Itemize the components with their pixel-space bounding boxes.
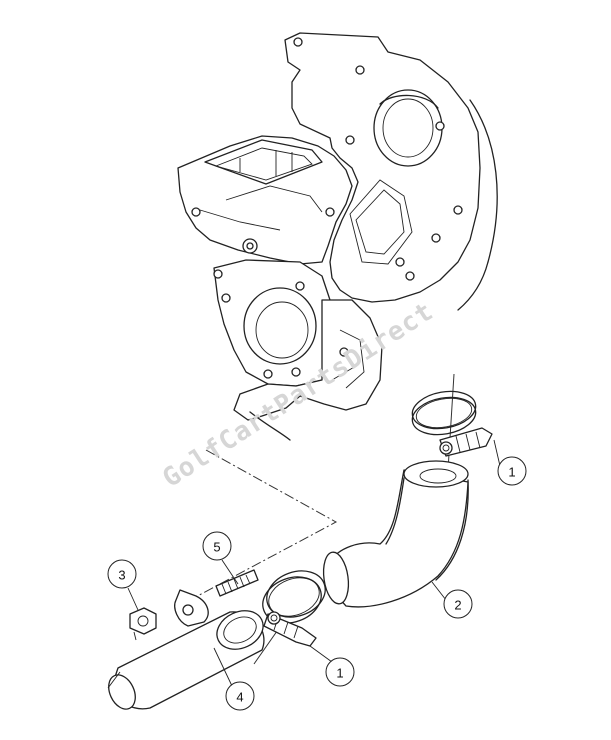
callout-3-label: 3 (118, 568, 125, 583)
callout-5-label: 5 (213, 540, 220, 555)
callout-3: 3 (107, 559, 137, 589)
hose-clamp-lower (262, 570, 326, 647)
callout-1-lower-label: 1 (336, 666, 343, 681)
callout-5: 5 (202, 531, 232, 561)
callout-2: 2 (443, 589, 473, 619)
callout-2-label: 2 (454, 598, 461, 613)
hose-clamp-upper (411, 390, 493, 457)
bolt-holes (191, 37, 463, 379)
tube-pipe (107, 589, 265, 710)
callout-1-upper-label: 1 (508, 465, 515, 480)
callout-1-lower: 1 (325, 657, 355, 687)
callout-1-upper: 1 (497, 456, 527, 486)
callout-4: 4 (225, 681, 255, 711)
flange-nut (129, 607, 157, 641)
elbow-hose (322, 460, 469, 608)
callout-4-label: 4 (236, 690, 243, 705)
callout-leaders (127, 439, 501, 687)
housing-casting (177, 32, 498, 441)
